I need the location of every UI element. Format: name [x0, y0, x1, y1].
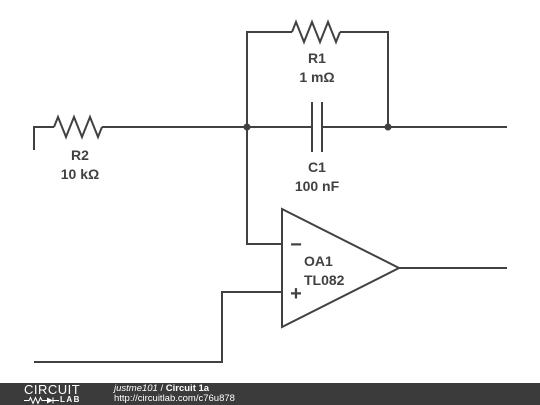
- opamp-plus-sign: +: [290, 283, 302, 305]
- c1-value-label: 100 nF: [295, 178, 340, 194]
- author-link[interactable]: justme101: [114, 383, 158, 394]
- circuit-url[interactable]: http://circuitlab.com/c76u878: [114, 393, 235, 404]
- opamp-minus-sign: −: [290, 234, 302, 256]
- credits-separator: /: [157, 383, 166, 394]
- resistor-diode-logo-icon: [24, 396, 59, 405]
- junction-node-right: [384, 123, 392, 131]
- circuit-credits: justme101 / Circuit 1a http://circuitlab…: [114, 384, 235, 404]
- c1-ref-label: C1: [308, 159, 326, 175]
- opamp-oa1-body[interactable]: [281, 207, 402, 329]
- resistor-r2[interactable]: [53, 114, 103, 140]
- circuitlab-logo[interactable]: CIRCUIT LAB: [24, 382, 94, 405]
- r2-value-label: 10 kΩ: [61, 166, 99, 182]
- resistor-r1[interactable]: [291, 19, 341, 45]
- credits-line-title: justme101 / Circuit 1a: [114, 384, 235, 394]
- feedback-right-wire: [340, 31, 389, 127]
- oa1-part-label: TL082: [304, 272, 345, 288]
- oa1-ref-label: OA1: [304, 253, 333, 269]
- logo-text-circuit: CIRCUIT: [24, 382, 81, 397]
- r1-value-label: 1 mΩ: [299, 69, 334, 85]
- r1-ref-label: R1: [308, 50, 326, 66]
- inverting-input-wire: [246, 127, 282, 245]
- schematic-canvas: R1 1 mΩ R2 10 kΩ C1 100 nF OA1 TL082 − +: [33, 19, 507, 363]
- circuit-title: Circuit 1a: [165, 383, 210, 394]
- footer-bar: CIRCUIT LAB justme101 / Circuit 1a http:…: [0, 383, 540, 405]
- noninverting-input-wire: [34, 291, 282, 363]
- r2-ref-label: R2: [71, 147, 89, 163]
- input-stub-wire: [33, 126, 54, 150]
- logo-text-lab: LAB: [60, 395, 81, 404]
- feedback-left-wire: [246, 31, 292, 127]
